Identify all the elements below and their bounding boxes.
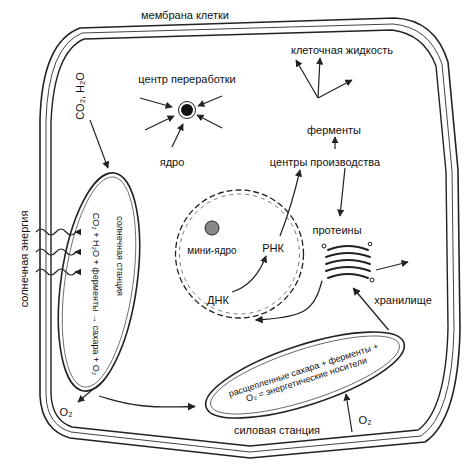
golgi-apparatus: хранилище	[322, 240, 374, 288]
flow-arrow	[256, 281, 322, 320]
flow-arrow	[99, 396, 195, 407]
co2-arrow	[90, 120, 108, 168]
enzyme-arrow	[334, 137, 335, 149]
node-label: мембрана клетки	[141, 9, 229, 22]
nucleus: ядромини-ядро	[172, 188, 307, 320]
part-label: O₂	[359, 414, 372, 427]
protein-arrow	[340, 168, 345, 216]
node-caption: солнечная станция	[115, 216, 125, 296]
nucleolus-outline	[204, 220, 220, 236]
part-label: солнечная энергия	[18, 211, 31, 308]
intake-arrow	[197, 115, 222, 128]
oxygen-arrow	[346, 394, 352, 432]
dna-arrow	[232, 256, 266, 292]
part-label: РНК	[262, 242, 284, 255]
processing-center-outline	[178, 101, 196, 119]
part-label: O₂	[60, 406, 73, 419]
node-label: CO₂ + H₂O + ферменты → сахара + O₂	[91, 213, 101, 375]
part-label: ферменты	[307, 124, 361, 137]
node-label: мини-ядро	[187, 245, 236, 257]
intake-arrow	[145, 116, 174, 130]
processing-center: центр переработки	[178, 101, 196, 119]
node-label: расщепленные сахара + ферменты + O₂ = эн…	[223, 340, 386, 411]
part-label: центры производства	[270, 156, 380, 169]
node-caption: силовая станция	[234, 424, 320, 437]
export-arrow	[376, 262, 408, 270]
fluid-arrow	[318, 80, 352, 98]
part-label: клеточная жидкость	[291, 44, 393, 57]
node-label: ядро	[160, 156, 185, 169]
sunlight-wave	[36, 269, 76, 275]
fluid-arrow	[296, 60, 318, 98]
intake-arrow	[172, 124, 183, 147]
nucleolus: мини-ядро	[204, 220, 220, 236]
intake-arrow	[198, 96, 222, 106]
chloroplast: CO₂ + H₂O + ферменты → сахара + O₂ солнеч…	[58, 168, 140, 396]
node-label: хранилище	[374, 294, 432, 307]
fluid-arrow	[318, 58, 320, 98]
intake-arrow	[140, 98, 172, 107]
part-label: протеины	[312, 224, 361, 237]
part-label: ДНК	[207, 294, 229, 307]
node-label: центр переработки	[138, 73, 235, 86]
mitochondrion: расщепленные сахара + ферменты + O₂ = эн…	[195, 330, 415, 420]
part-label: CO₂, H₂O	[74, 72, 87, 120]
golgi-apparatus-outline	[322, 240, 374, 288]
